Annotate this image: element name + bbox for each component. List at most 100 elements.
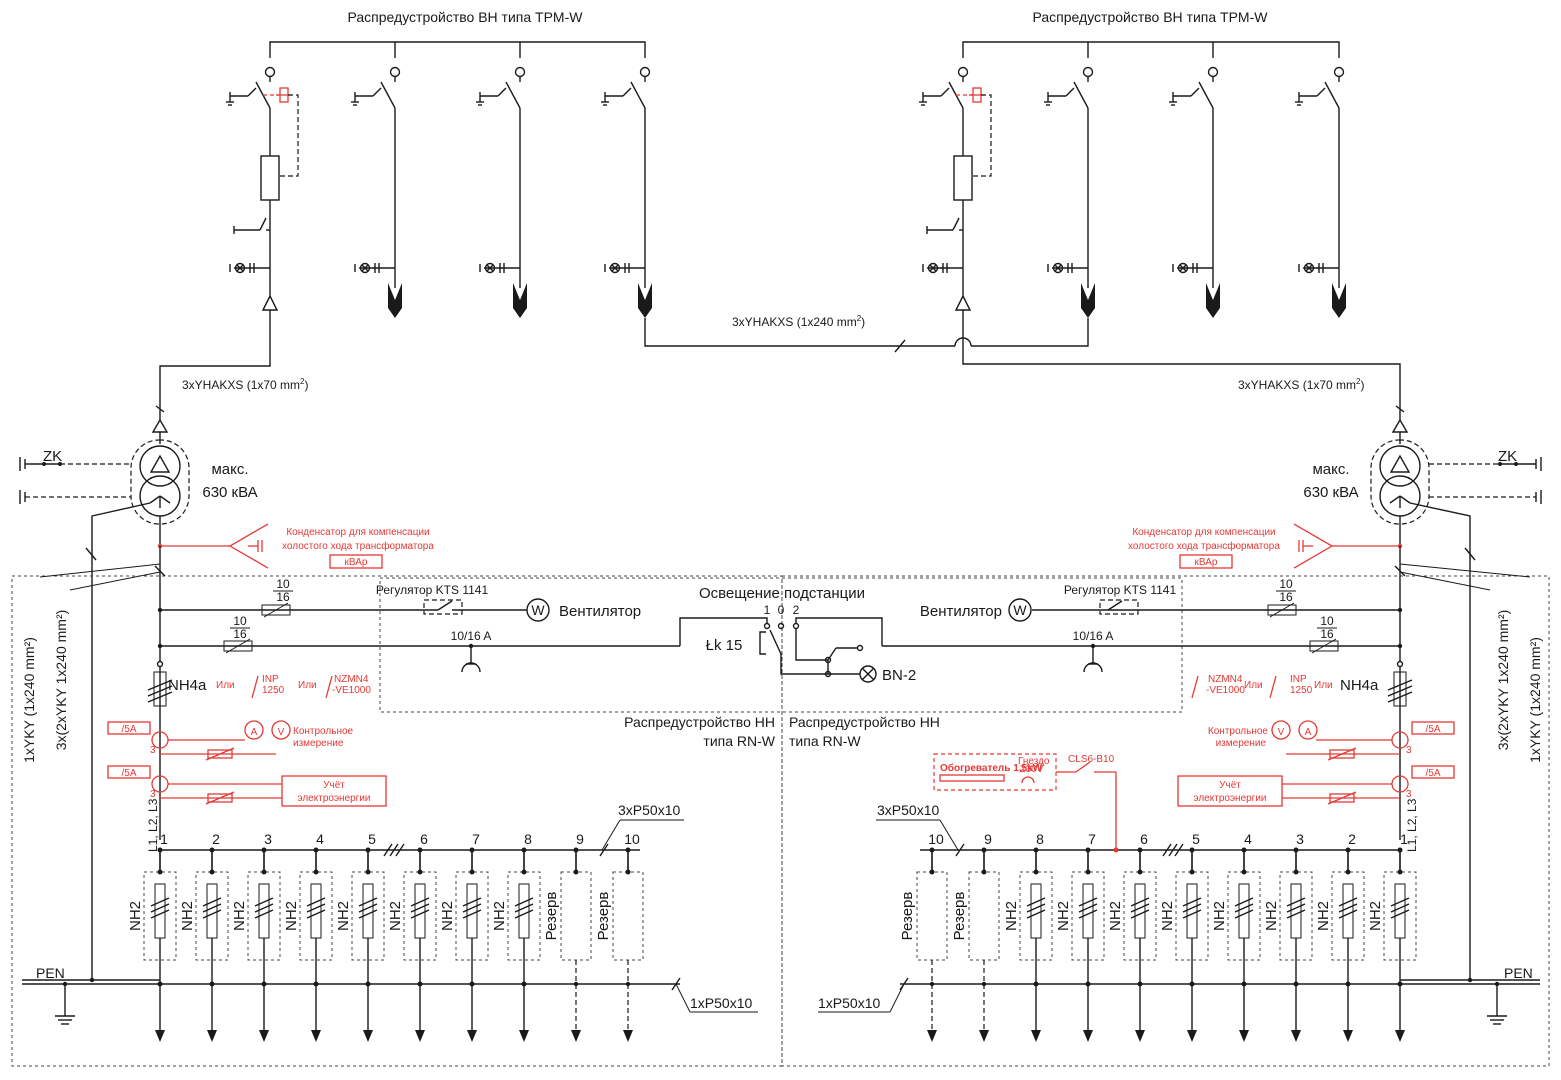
aux-left: 10 16 Регулятор KTS 1141 W Вентилятор 10…	[157, 546, 680, 673]
cable-right-label-a: 1xYKY (1x240 mm²)	[1527, 637, 1543, 763]
inp-left: INP	[262, 674, 279, 685]
fan-left-label: Вентилятор	[559, 603, 641, 620]
feed-cable-right: 3xYHAKXS (1x70 mm2)	[1238, 377, 1405, 413]
transformer-left: макс. 630 кВА ZK	[19, 408, 258, 980]
pen-right-label: PEN	[1504, 965, 1533, 981]
left-feeder-cell-1	[143, 851, 177, 961]
capacitor-right: Конденсатор для компенсации холостого хо…	[1128, 523, 1403, 569]
or-right-1: Или	[1244, 680, 1263, 691]
capacitor-right-unit: кВАр	[1195, 557, 1218, 568]
aux-right: 10 16 Регулятор KTS 1141 W Вентилятор 10…	[920, 546, 1403, 673]
left-feeder-outgoing-2	[206, 980, 218, 1043]
right-feeder-cell-5	[1175, 851, 1209, 961]
lv-left-title-2: типа RN-W	[703, 733, 775, 749]
hv-cable-bay-left-2	[475, 66, 528, 319]
heater-label: Обогреватель 1,5kW	[940, 762, 1043, 774]
busbar-left: 3xP50x10	[160, 802, 684, 857]
right-feeder-outgoing-9	[978, 983, 990, 1043]
right-feeder-outgoing-7	[1082, 980, 1094, 1043]
or-left-1: Или	[216, 680, 235, 691]
hv-switchgear-left: Распредустройство ВН типа TPM-W	[225, 9, 653, 319]
capacitor-left: Конденсатор для компенсации холостого хо…	[157, 523, 434, 569]
left-feeder-cell-7	[455, 851, 489, 961]
nzm-left: NZMN4	[334, 674, 369, 685]
lv-left-title-1: Распредустройство НН	[624, 714, 775, 730]
control-right-2: измерение	[1216, 738, 1267, 749]
hv-right-title: Распредустройство ВН типа TPM-W	[1033, 9, 1269, 25]
left-feeder-number-7: 7	[472, 831, 480, 847]
capacitor-right-line1: Конденсатор для компенсации	[1132, 527, 1275, 538]
right-feeder-outgoing-6	[1134, 980, 1146, 1043]
right-feeder-outgoing-4	[1238, 980, 1250, 1043]
left-fuse-label-3: NH2	[231, 901, 248, 931]
left-feeder-number-10: 10	[624, 831, 640, 847]
ct-left-2: /5A	[121, 768, 136, 779]
right-fuse-label-4: NH2	[1211, 901, 1228, 931]
control-right-1: Контрольное	[1208, 726, 1269, 737]
switch-pos-1: 1	[764, 603, 771, 617]
right-feeder-outgoing-2	[1342, 980, 1354, 1043]
zk-right-label: ZK	[1498, 448, 1517, 465]
left-feeder-number-5: 5	[368, 831, 376, 847]
right-feeder-number-9: 9	[984, 831, 992, 847]
voltmeter-right: V	[1278, 727, 1285, 738]
right-feeder-outgoing-10	[926, 983, 938, 1043]
right-fuse-label-7: NH2	[1055, 901, 1072, 931]
ct-left-1-count: 3	[150, 745, 156, 756]
lv-incomer-left: NH4a Или INP 1250 Или NZMN4 -VE1000 /5A …	[107, 660, 387, 852]
right-fuse-label-5: NH2	[1159, 901, 1176, 931]
zk-left-label: ZK	[43, 448, 62, 465]
lv-right-title-2: типа RN-W	[789, 733, 861, 749]
metering-right-2: электроэнергии	[1193, 793, 1266, 804]
socket-label: Гнездо	[1018, 756, 1050, 767]
busbar-left-label: 3xP50x10	[618, 802, 680, 818]
right-feeder-number-4: 4	[1244, 831, 1252, 847]
substation-lighting: Освещение подстанции 1 0 2 Łk 15 BN-2	[679, 585, 1400, 684]
ct-right-2: /5A	[1425, 768, 1440, 779]
left-feeder-number-9: 9	[576, 831, 584, 847]
left-feeder-number-4: 4	[316, 831, 324, 847]
lv-right-title-1: Распредустройство НН	[789, 714, 940, 730]
right-fuse-label-2: NH2	[1315, 901, 1332, 931]
right-feeder-cell-1	[1383, 851, 1417, 961]
hv-cable-bay-left-1	[350, 66, 403, 319]
lv-enclosure-left	[11, 575, 783, 1067]
left-fuse-label-5: NH2	[335, 901, 352, 931]
right-feeder-cell-10	[916, 851, 948, 961]
left-feeder-outgoing-10	[622, 983, 634, 1043]
left-reserve-label-9: Резерв	[543, 892, 560, 941]
left-feeder-cell-3	[247, 851, 281, 961]
main-fuse-left: NH4a	[168, 677, 207, 694]
right-feeder-cell-9	[968, 851, 1000, 961]
left-feeder-outgoing-6	[414, 980, 426, 1043]
heater-circuit: Обогреватель 1,5kW Гнездо 230V CLS6-B10	[933, 753, 1119, 853]
left-feeder-number-3: 3	[264, 831, 272, 847]
left-feeder-outgoing-5	[362, 980, 374, 1043]
left-feeder-number-1: 1	[160, 831, 168, 847]
ammeter-right: A	[1305, 727, 1312, 738]
cable-left-label-a: 1xYKY (1x240 mm²)	[21, 637, 37, 763]
right-feeder-cell-3	[1279, 851, 1313, 961]
right-feeder-cell-8	[1019, 851, 1053, 961]
ct-left-1: /5A	[121, 724, 136, 735]
ct-right-1: /5A	[1425, 724, 1440, 735]
socket-left-rating: 10/16 A	[451, 629, 492, 643]
nzm-right: NZMN4	[1208, 674, 1243, 685]
pen-left: PEN 1xP50x10	[22, 965, 758, 1025]
transformer-left-max: макс.	[211, 461, 248, 478]
left-feeder-number-2: 2	[212, 831, 220, 847]
lv-incomer-right: NH4a NZMN4 -VE1000 Или INP 1250 Или /5A …	[1177, 660, 1455, 852]
inp-right: INP	[1290, 674, 1307, 685]
right-feeder-number-3: 3	[1296, 831, 1304, 847]
right-reserve-label-9: Резерв	[951, 892, 968, 941]
voltmeter-left: V	[278, 727, 285, 738]
capacitor-left-line1: Конденсатор для компенсации	[286, 527, 429, 538]
left-fuse-label-1: NH2	[127, 901, 144, 931]
pen-right-busbar: 1xP50x10	[818, 995, 880, 1011]
pen-left-label: PEN	[36, 965, 65, 981]
right-feeder-number-5: 5	[1192, 831, 1200, 847]
metering-left-2: электроэнергии	[297, 793, 370, 804]
left-feeder-outgoing-1	[154, 980, 166, 1043]
left-feeder-number-6: 6	[420, 831, 428, 847]
